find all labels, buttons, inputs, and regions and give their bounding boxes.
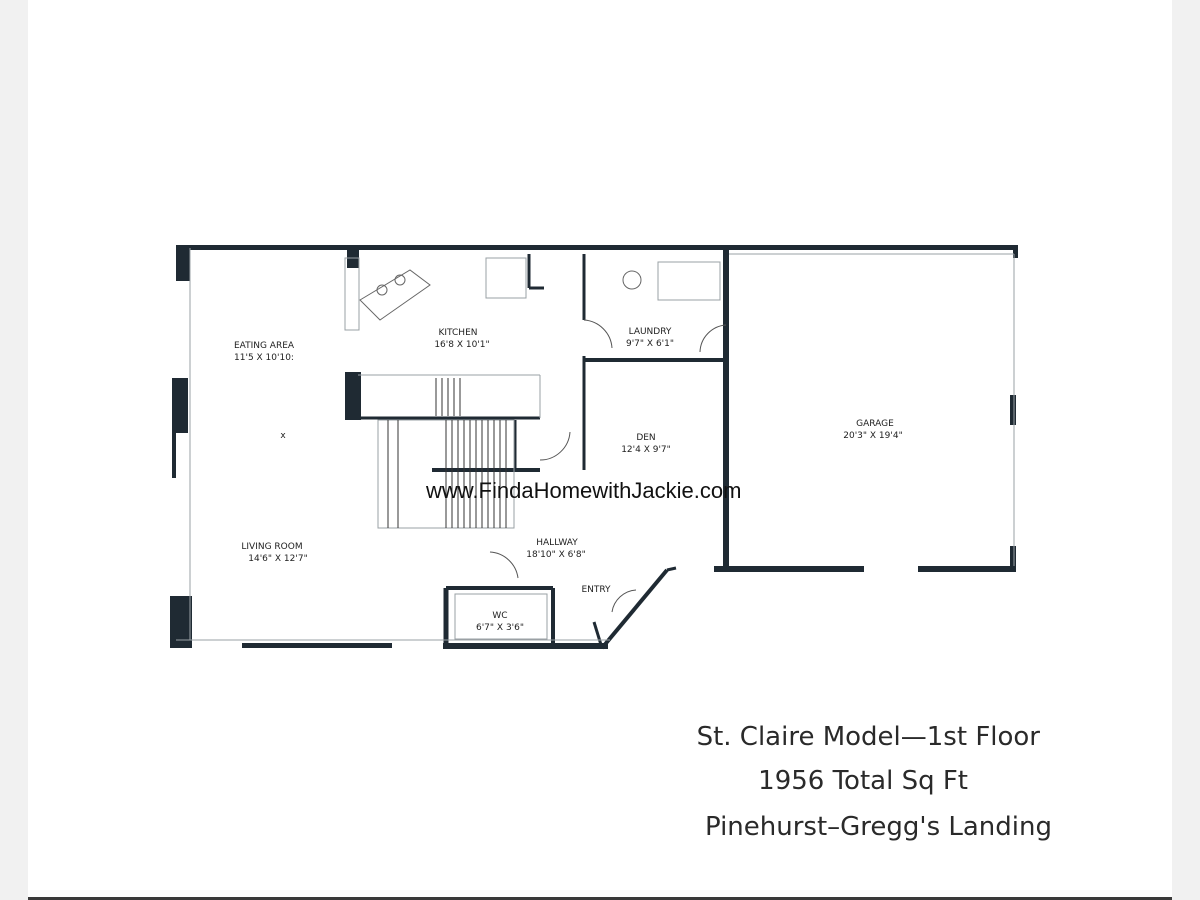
light-outlines [176, 248, 1015, 641]
community-caption: Pinehurst–Gregg's Landing [704, 812, 1052, 842]
kitchen-counter-left [344, 257, 360, 331]
ceiling-fixture-mark: x [280, 431, 286, 441]
living-room-label: LIVING ROOM [241, 542, 302, 552]
kitchen-dims: 16'8 X 10'1" [434, 340, 489, 350]
eating-area-label: EATING AREA [234, 341, 295, 351]
square-footage-caption: 1956 Total Sq Ft [758, 766, 968, 796]
wc-dims: 6'7" X 3'6" [476, 623, 524, 633]
stair-wall-block [345, 372, 361, 420]
floor-plan-page [28, 0, 1172, 898]
scan-margin-left [0, 0, 28, 900]
den-label: DEN [636, 433, 655, 443]
room-labels: EATING AREA 11'5 X 10'10: KITCHEN 16'8 X… [234, 327, 903, 633]
garage-bottom-wall-left [714, 566, 864, 572]
top-wall [176, 245, 1018, 250]
scan-bottom-edge [28, 897, 1172, 900]
bottom-left-wall [170, 643, 192, 648]
left-wall-segment-upper [172, 378, 188, 433]
kitchen-island [359, 269, 642, 321]
hallway-label: HALLWAY [536, 538, 578, 548]
top-left-wall-block [176, 245, 190, 281]
den-dims: 12'4 X 9'7" [621, 445, 671, 455]
door-swings [489, 319, 727, 613]
garage-left-wall [723, 250, 729, 570]
website-watermark: www.FindaHomewithJackie.com [426, 478, 742, 503]
garage-dims: 20'3" X 19'4" [843, 431, 902, 441]
laundry-label: LAUNDRY [629, 327, 672, 337]
laundry-sink-icon [622, 270, 642, 290]
interior-walls [359, 254, 726, 650]
model-caption: St. Claire Model—1st Floor [696, 722, 1040, 752]
wc-label: WC [492, 611, 507, 621]
garage-right-wall-lower [1010, 546, 1016, 572]
scan-margin-right [1172, 0, 1200, 900]
living-room-dims: 14'6" X 12'7" [248, 554, 307, 564]
laundry-dims: 9'7" X 6'1" [626, 339, 674, 349]
left-wall-thin [172, 433, 176, 478]
exterior-walls [170, 245, 1018, 649]
fridge [485, 257, 527, 299]
hallway-dims: 18'10" X 6'8" [526, 550, 585, 560]
eating-area-dims: 11'5 X 10'10: [234, 353, 294, 363]
kitchen-wall-block [347, 250, 359, 268]
wc-fixtures [454, 593, 548, 640]
left-wall-segment-lower [170, 596, 192, 648]
top-right-wall-stub [1013, 250, 1018, 258]
garage-right-wall-stub [1010, 395, 1016, 425]
bottom-wall-wc [443, 643, 608, 649]
garage-label: GARAGE [856, 419, 894, 429]
garage-bottom-wall-right [918, 566, 1014, 572]
laundry-machines [657, 261, 721, 301]
kitchen-label: KITCHEN [439, 328, 478, 338]
entry-label: ENTRY [581, 585, 611, 595]
staircase [387, 378, 507, 528]
bottom-wall-living [242, 643, 392, 648]
